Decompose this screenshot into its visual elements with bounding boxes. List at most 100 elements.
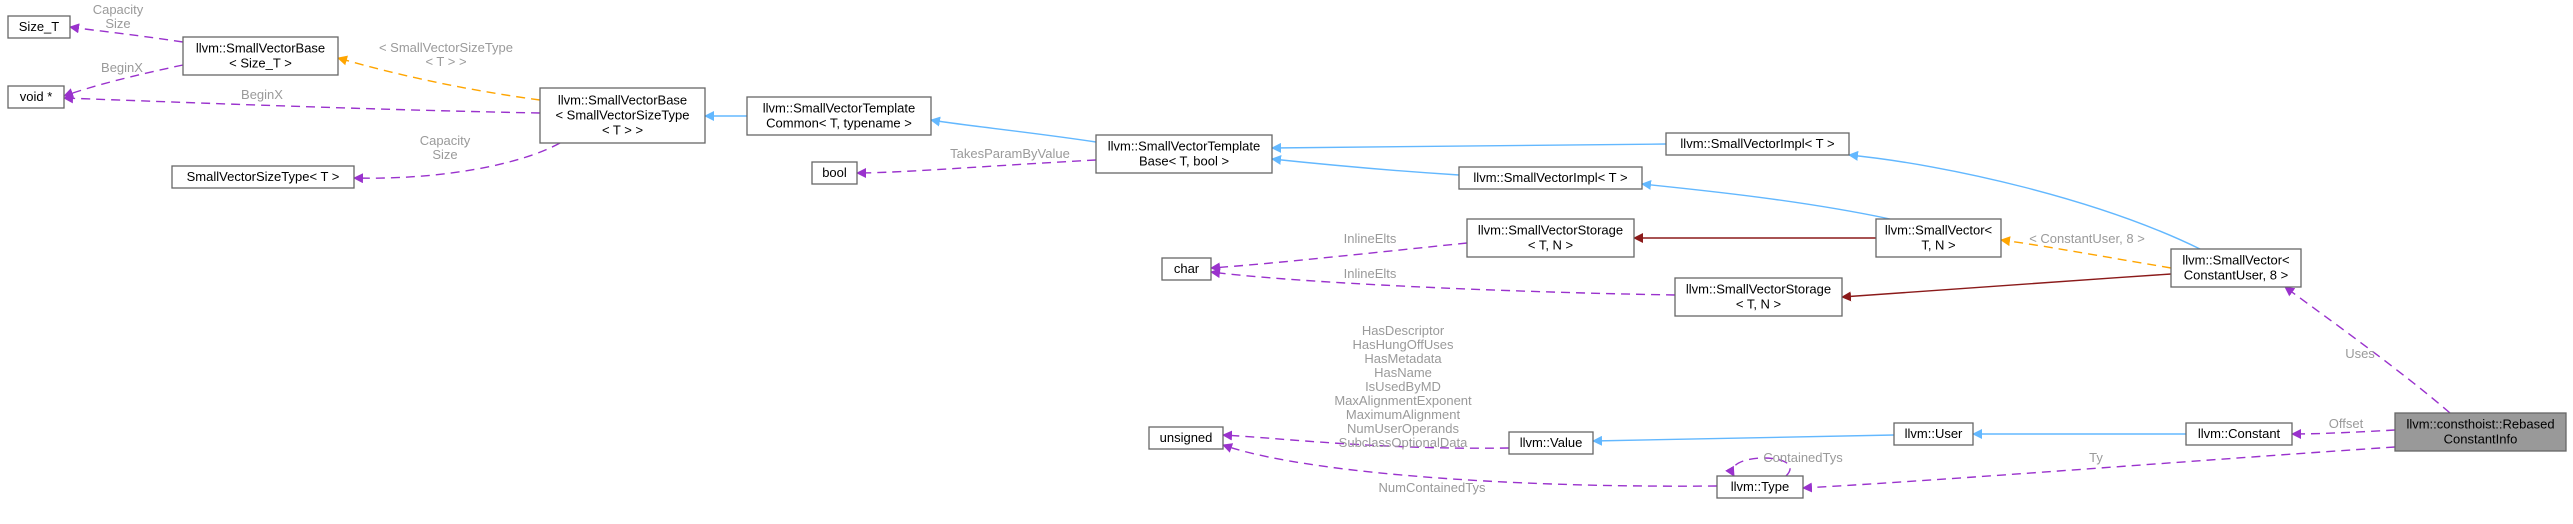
node-svimpl-top[interactable]: llvm::SmallVectorImpl< T > (1665, 132, 1850, 156)
node-label: llvm::SmallVectorImpl< T > (1473, 170, 1627, 185)
node-box (7, 15, 71, 39)
edge-label: ContainedTys (1763, 450, 1843, 465)
edge-label: HasMetadata (1364, 351, 1442, 366)
node-label: < T > > (602, 123, 643, 138)
edge-smallvector_cu-to-svstorage_b (1841, 273, 2172, 302)
node-label: ConstantInfo (2444, 432, 2518, 447)
node-label: llvm::SmallVectorImpl< T > (1680, 136, 1834, 151)
edge-svbase_svst-to-svbase_size_t (337, 55, 541, 101)
edge-label: < T > > (425, 54, 466, 69)
node-label: llvm::User (1905, 426, 1963, 441)
edge-value-to-unsigned (1222, 430, 1510, 449)
node-label: llvm::Type (1731, 479, 1790, 494)
node-smallvector-tn[interactable]: llvm::SmallVector<T, N > (1875, 218, 2002, 258)
edge-label: TakesParamByValue (950, 146, 1070, 161)
edge-label: SubclassOptionalData (1339, 435, 1468, 450)
node-label: llvm::consthoist::Rebased (2406, 417, 2554, 432)
node-label: llvm::SmallVectorTemplate (1108, 139, 1260, 154)
node-label: unsigned (1160, 430, 1213, 445)
node-box (1161, 257, 1212, 281)
node-box (539, 87, 706, 144)
node-box (1508, 431, 1594, 455)
edge-label: NumContainedTys (1379, 480, 1486, 495)
node-label: void * (20, 89, 53, 104)
node-label: llvm::SmallVectorStorage (1478, 223, 1623, 238)
node-void-ptr[interactable]: void * (7, 85, 65, 109)
node-box (171, 165, 355, 189)
node-label: T, N > (1921, 238, 1955, 253)
node-bool[interactable]: bool (811, 161, 858, 185)
node-size-t[interactable]: Size_T (7, 15, 71, 39)
edge-label: BeginX (101, 60, 143, 75)
edge-label: < ConstantUser, 8 > (2029, 231, 2145, 246)
node-type[interactable]: llvm::Type (1716, 475, 1804, 499)
edge-svstorage_b-to-char (1210, 268, 1676, 296)
node-label: llvm::SmallVectorTemplate (763, 101, 915, 116)
edge-svstorage_a-to-char (1210, 242, 1468, 273)
node-box (2185, 422, 2293, 446)
edge-user-to-value (1592, 434, 1895, 446)
node-box (182, 36, 339, 76)
edge-svbase_size_t-to-void_ptr (63, 64, 184, 98)
node-label: char (1174, 261, 1200, 276)
edge-rebased-to-smallvector_cu (2284, 286, 2451, 414)
edge-smallvector_cu-to-svimpl_top (1848, 150, 2201, 250)
node-box (1095, 134, 1273, 174)
node-label: < SmallVectorSizeType (555, 108, 689, 123)
node-svbase-size-t[interactable]: llvm::SmallVectorBase< Size_T > (182, 36, 339, 76)
edge-label: Ty (2089, 450, 2103, 465)
node-box (1893, 422, 1974, 446)
edge-label: HasName (1374, 365, 1432, 380)
edge-label: HasDescriptor (1362, 323, 1445, 338)
edge-smallvector_tn-to-svimpl_mid (1641, 179, 1891, 220)
edge-label: Capacity (420, 133, 471, 148)
edge-svtb-to-bool (856, 159, 1097, 178)
node-smallvector-cu[interactable]: llvm::SmallVector<ConstantUser, 8 > (2170, 248, 2302, 288)
edge-smallvector_cu-to-smallvector_tn (2000, 236, 2172, 269)
node-box (1875, 218, 2002, 258)
edge-label: < SmallVectorSizeType (379, 40, 513, 55)
node-constant[interactable]: llvm::Constant (2185, 422, 2293, 446)
node-svstorage-a[interactable]: llvm::SmallVectorStorage< T, N > (1466, 218, 1635, 258)
node-svimpl-mid[interactable]: llvm::SmallVectorImpl< T > (1458, 166, 1643, 190)
node-user[interactable]: llvm::User (1893, 422, 1974, 446)
node-char[interactable]: char (1161, 257, 1212, 281)
node-svsizetype[interactable]: SmallVectorSizeType< T > (171, 165, 355, 189)
node-label: llvm::SmallVector< (2182, 253, 2289, 268)
node-box (746, 96, 932, 136)
node-box (811, 161, 858, 185)
node-unsigned[interactable]: unsigned (1148, 426, 1224, 450)
node-label: < T, N > (1736, 297, 1781, 312)
node-box (2170, 248, 2302, 288)
node-box (1466, 218, 1635, 258)
node-label: llvm::SmallVector< (1885, 223, 1992, 238)
edge-type-to-unsigned (1222, 443, 1718, 487)
edge-label: InlineElts (1344, 231, 1397, 246)
edge-svbase_svst-to-void_ptr (63, 93, 541, 114)
edge-label: Uses (2345, 346, 2375, 361)
edge-svtb-to-svtc (930, 116, 1097, 143)
node-label: SmallVectorSizeType< T > (187, 169, 340, 184)
node-box (7, 85, 65, 109)
edge-label: IsUsedByMD (1365, 379, 1441, 394)
node-value[interactable]: llvm::Value (1508, 431, 1594, 455)
node-label: Common< T, typename > (766, 116, 912, 131)
node-box (1716, 475, 1804, 499)
edge-type-to-type (1725, 457, 1791, 477)
node-svbase-svst[interactable]: llvm::SmallVectorBase< SmallVectorSizeTy… (539, 87, 706, 144)
edge-label: Capacity (93, 2, 144, 17)
edge-label: Size (432, 147, 457, 162)
node-svstorage-b[interactable]: llvm::SmallVectorStorage< T, N > (1674, 277, 1843, 317)
edge-label: NumUserOperands (1347, 421, 1459, 436)
edge-label: BeginX (241, 87, 283, 102)
edge-label: Offset (2329, 416, 2364, 431)
node-label: < T, N > (1528, 238, 1573, 253)
node-label: llvm::Value (1520, 435, 1583, 450)
node-label: ConstantUser, 8 > (2184, 268, 2288, 283)
